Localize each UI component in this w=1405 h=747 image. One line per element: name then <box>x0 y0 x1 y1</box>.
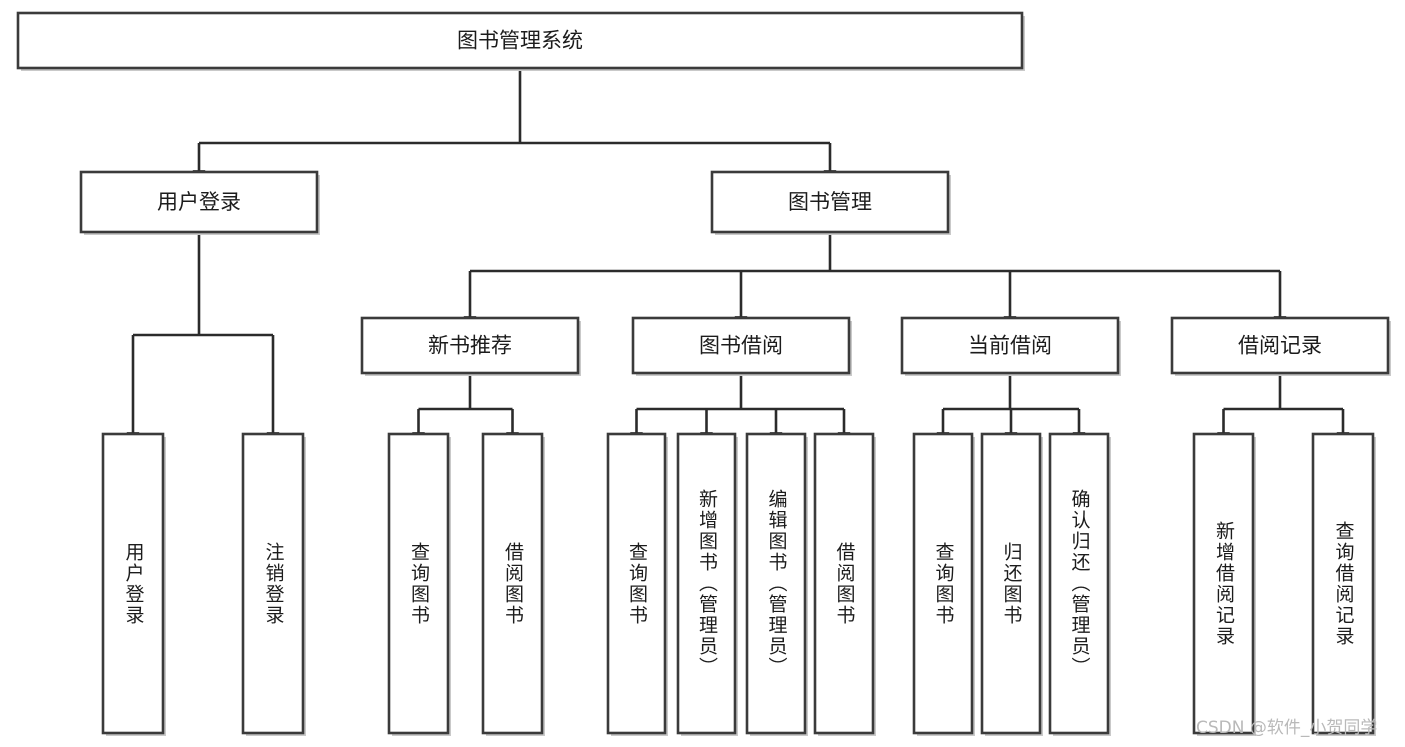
node-box-layer <box>16 11 1391 736</box>
watermark-text: CSDN @软件_小贺同学 <box>1196 718 1378 738</box>
node-leaf-add-record[interactable] <box>1192 432 1255 735</box>
node-book-manage[interactable] <box>710 170 950 234</box>
node-leaf-logout[interactable] <box>241 432 305 735</box>
node-leaf-user-login[interactable] <box>101 432 165 735</box>
node-current-borrow-label: 当前借阅 <box>968 334 1052 358</box>
node-leaf-query-book-3[interactable] <box>912 432 974 735</box>
node-new-book-recommend[interactable] <box>360 316 580 375</box>
node-root-label: 图书管理系统 <box>457 29 583 53</box>
node-book-borrow[interactable] <box>631 316 851 375</box>
node-leaf-add-book[interactable] <box>676 432 737 735</box>
node-leaf-query-book-1[interactable] <box>387 432 450 735</box>
node-leaf-query-record[interactable] <box>1311 432 1375 735</box>
node-new-book-recommend-label: 新书推荐 <box>428 334 512 358</box>
node-current-borrow[interactable] <box>900 316 1120 375</box>
node-leaf-confirm-return[interactable] <box>1048 432 1110 735</box>
node-leaf-edit-book[interactable] <box>745 432 807 735</box>
node-root[interactable] <box>16 11 1024 70</box>
node-user-login-label: 用户登录 <box>157 190 241 214</box>
node-user-login[interactable] <box>79 170 319 234</box>
connector-layer <box>126 68 1350 444</box>
node-leaf-borrow-book-2[interactable] <box>813 432 875 735</box>
node-book-borrow-label: 图书借阅 <box>699 334 783 358</box>
node-book-manage-label: 图书管理 <box>788 190 872 214</box>
node-leaf-return-book[interactable] <box>980 432 1042 735</box>
node-leaf-borrow-book-1[interactable] <box>481 432 544 735</box>
node-borrow-record-label: 借阅记录 <box>1238 334 1322 358</box>
node-borrow-record[interactable] <box>1170 316 1390 375</box>
node-leaf-query-book-2[interactable] <box>606 432 667 735</box>
